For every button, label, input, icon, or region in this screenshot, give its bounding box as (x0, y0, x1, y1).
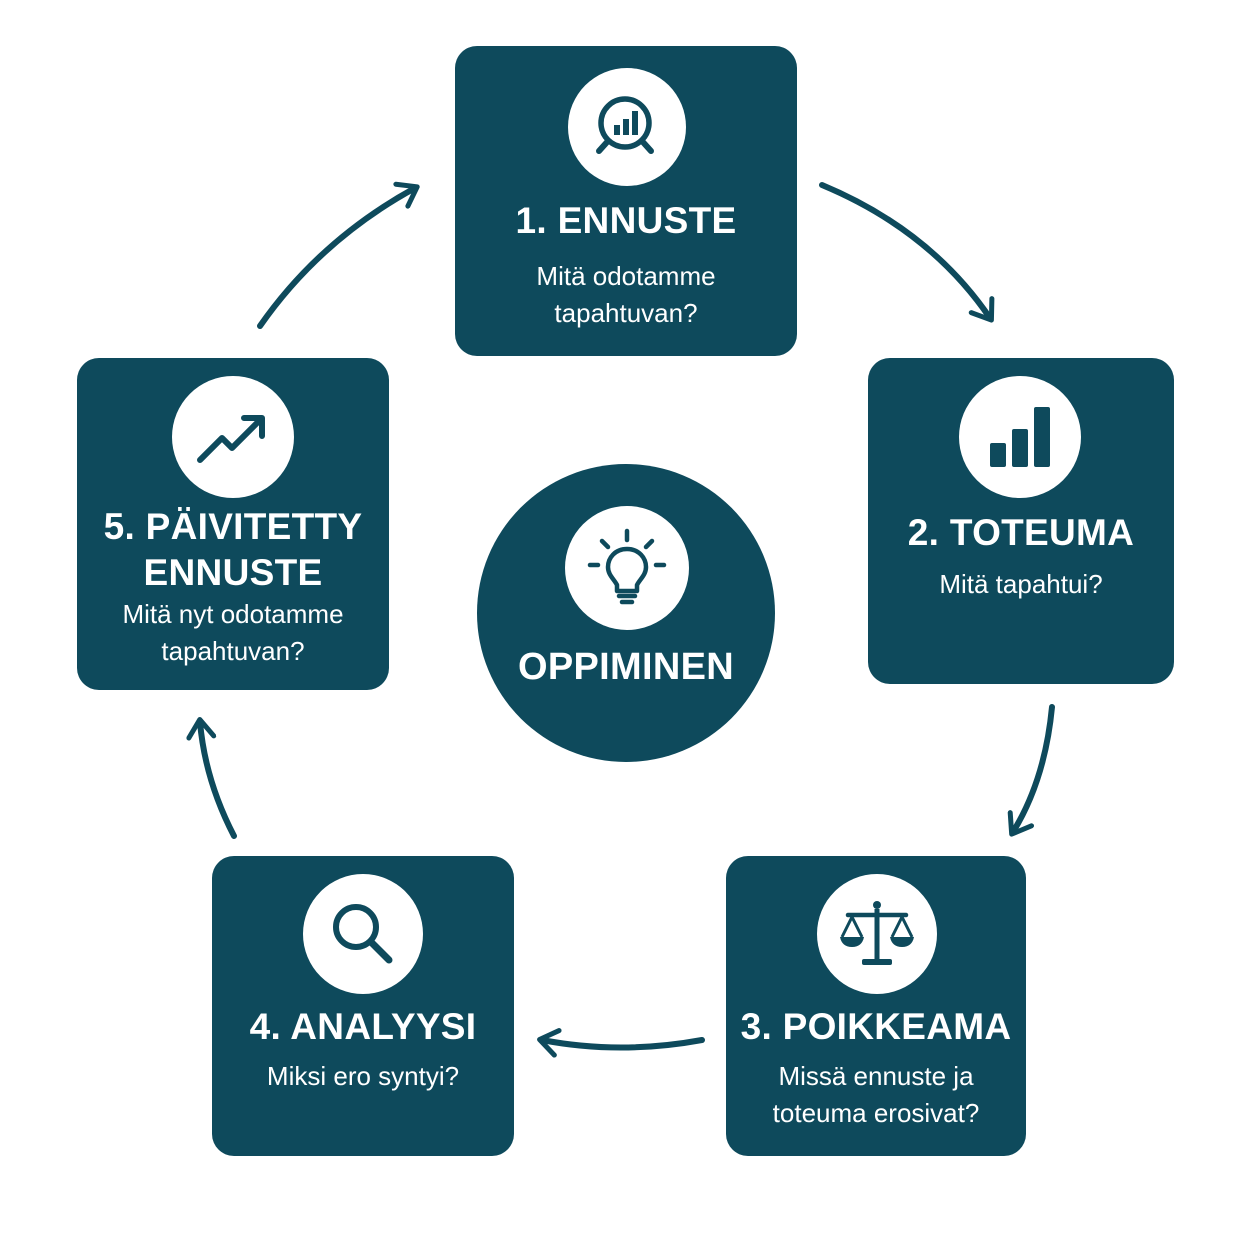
step-2-question: Mitä tapahtui? (939, 569, 1103, 599)
center-icon-circle (565, 506, 689, 630)
lightbulb-icon (587, 528, 667, 605)
step-5-icon-circle (172, 376, 294, 498)
step-card-toteuma: 2. TOTEUMA Mitä tapahtui? (868, 358, 1174, 684)
step-3-question: Missä ennuste ja toteuma erosivat? (772, 1061, 980, 1128)
arrow-4-to-5 (186, 717, 237, 839)
step-1-icon-circle (568, 68, 686, 186)
step-card-poikkeama: 3. POIKKEAMA Missä ennuste ja toteuma er… (726, 856, 1026, 1156)
magnifying-glass-icon (333, 904, 393, 964)
center-learning-circle: OPPIMINEN (477, 464, 775, 762)
step-3-title: 3. POIKKEAMA (740, 1006, 1012, 1047)
step-card-ennuste: 1. ENNUSTE Mitä odotamme tapahtuvan? (455, 46, 797, 356)
step-4-icon-circle (303, 874, 423, 994)
step-5-question: Mitä nyt odotamme tapahtuvan? (122, 599, 344, 666)
step-card-analyysi: 4. ANALYYSI Miksi ero syntyi? (212, 856, 514, 1156)
balance-scale-icon (840, 901, 914, 965)
arrow-1-to-2 (819, 182, 995, 323)
bar-chart-icon (990, 407, 1050, 467)
step-4-question: Miksi ero syntyi? (266, 1061, 460, 1091)
step-2-title: 2. TOTEUMA (907, 512, 1135, 553)
step-5-title: 5. PÄIVITETTY ENNUSTE (103, 506, 363, 593)
step-1-title: 1. ENNUSTE (515, 200, 737, 241)
step-card-paivitetty-ennuste: 5. PÄIVITETTY ENNUSTE Mitä nyt odotamme … (77, 358, 389, 690)
step-4-title: 4. ANALYYSI (249, 1006, 477, 1047)
trend-up-icon (197, 415, 265, 463)
arrow-2-to-3 (1007, 704, 1055, 837)
magnifier-bar-chart-icon (596, 96, 654, 154)
step-2-icon-circle (959, 376, 1081, 498)
arrow-5-to-1 (257, 181, 420, 329)
step-1-question: Mitä odotamme tapahtuvan? (536, 261, 716, 328)
step-3-icon-circle (817, 874, 937, 994)
arrow-3-to-4 (537, 1028, 705, 1058)
center-label: OPPIMINEN (518, 646, 734, 688)
